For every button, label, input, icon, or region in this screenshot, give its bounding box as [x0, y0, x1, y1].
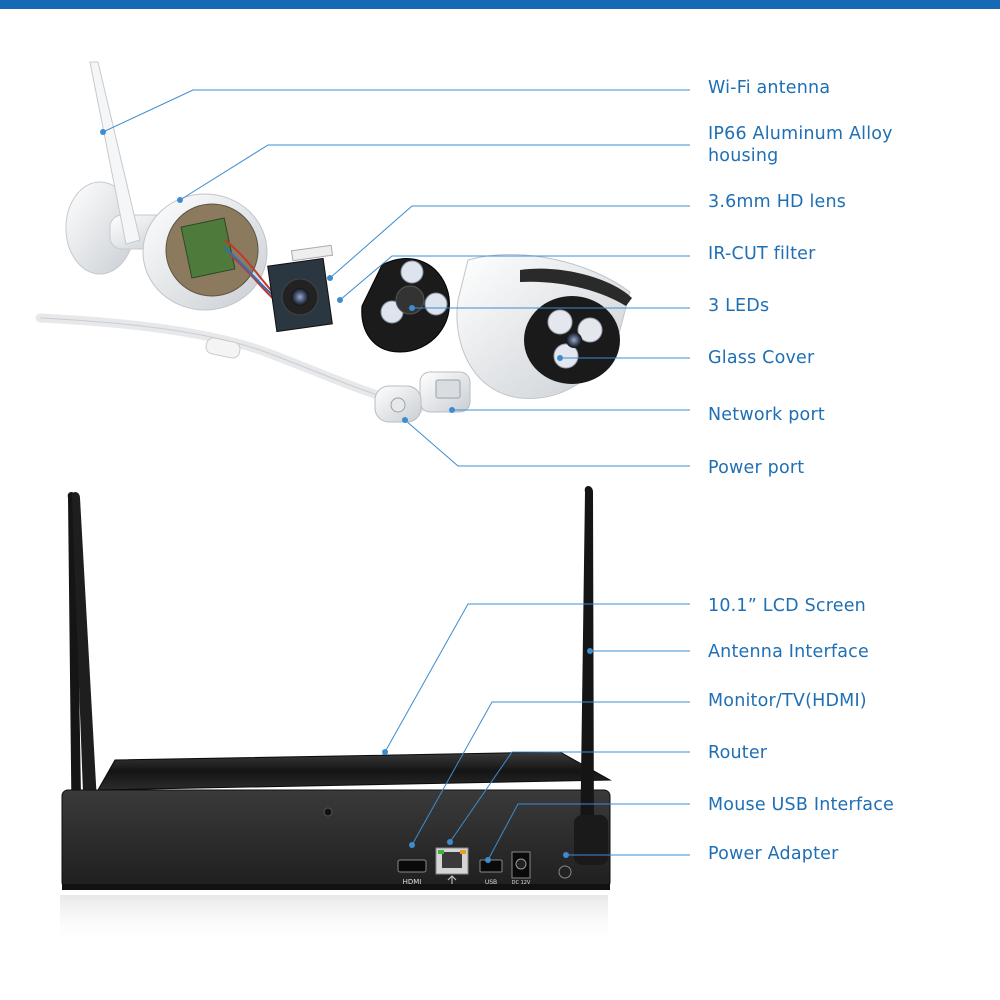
ground-screw	[558, 865, 572, 879]
ethernet-port	[435, 847, 469, 884]
label-power-adapter: Power Adapter	[708, 844, 839, 864]
camera-front-shell	[456, 254, 632, 399]
label-wifi-antenna: Wi-Fi antenna	[708, 78, 831, 98]
leader-power-port	[404, 419, 690, 467]
label-router: Router	[708, 743, 768, 763]
leader-housing	[179, 144, 690, 201]
top-accent-bar	[0, 0, 1000, 9]
leader-hdmi	[411, 701, 690, 846]
nvr-lcd-lid	[97, 751, 612, 791]
leader-lcd-screen	[384, 603, 690, 753]
camera-housing	[142, 193, 291, 311]
dc-power-port: DC 12V	[511, 851, 531, 886]
leader-ir-cut	[339, 255, 690, 301]
led-ring	[361, 258, 450, 353]
hdmi-marking: HDMI	[403, 878, 422, 886]
camera-illustration	[35, 61, 632, 423]
power-connector	[374, 385, 422, 423]
network-connector	[419, 371, 471, 413]
label-antenna-interface: Antenna Interface	[708, 642, 869, 662]
usb-marking: USB	[485, 879, 497, 886]
label-monitor-hdmi: Monitor/TV(HDMI)	[708, 691, 867, 711]
label-power-port: Power port	[708, 458, 805, 478]
leader-mouse-usb	[487, 803, 690, 861]
label-lcd-screen: 10.1” LCD Screen	[708, 596, 866, 616]
label-glass-cover: Glass Cover	[708, 348, 815, 368]
nvr-antenna-right	[574, 486, 608, 865]
camera-antenna	[89, 61, 141, 245]
label-network-port: Network port	[708, 405, 825, 425]
leader-hd-lens	[329, 205, 690, 279]
leader-wifi-antenna	[102, 89, 690, 133]
label-ir-cut-filter: IR-CUT filter	[708, 244, 816, 264]
camera-cable	[35, 313, 425, 413]
label-housing: IP66 Aluminum Alloy housing	[708, 124, 893, 166]
lens-board	[267, 244, 334, 333]
label-mouse-usb: Mouse USB Interface	[708, 795, 894, 815]
label-leds: 3 LEDs	[708, 296, 770, 316]
dc-marking: DC 12V	[512, 880, 531, 886]
nvr-illustration: HDMI USB DC 12V	[60, 486, 612, 945]
hdmi-port: HDMI	[397, 859, 427, 886]
leader-router	[449, 751, 690, 843]
label-hd-lens: 3.6mm HD lens	[708, 192, 847, 212]
